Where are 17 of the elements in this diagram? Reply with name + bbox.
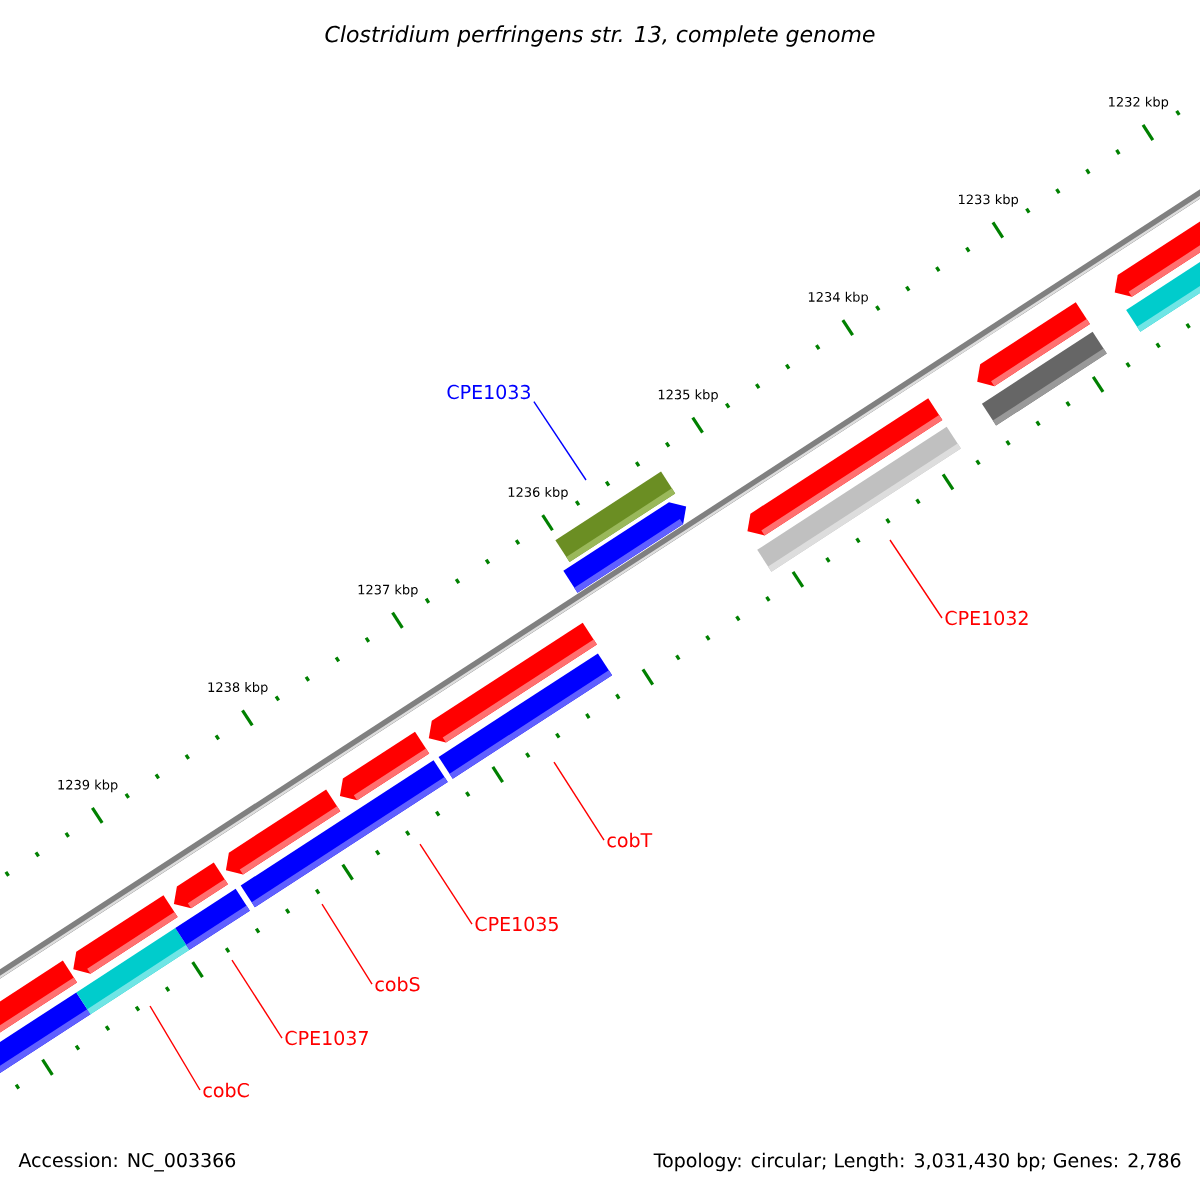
leader-line — [889, 539, 943, 619]
genome-summary-text: Topology: circular; Length: 3,031,430 bp; Genes: 2,786 — [653, 1152, 1181, 1172]
leader-line — [321, 903, 373, 985]
accession-text: Accession: NC_003366 — [18, 1152, 236, 1172]
gene-label: CPE1033 — [447, 384, 530, 400]
gene-label: CPE1037 — [285, 1030, 368, 1046]
leader-line — [149, 1005, 201, 1091]
title: Clostridium perfringens str. 13, complete genome — [325, 25, 875, 47]
leader-line — [553, 761, 605, 841]
gene-label: cobS — [375, 976, 420, 992]
gene-label: CPE1035 — [475, 916, 558, 932]
leader-line — [419, 843, 473, 925]
gene-label: cobC — [203, 1082, 249, 1098]
gene-label: cobT — [607, 832, 653, 848]
leader-line — [533, 400, 587, 481]
gene-label: CPE1032 — [945, 610, 1028, 626]
leader-line — [231, 959, 283, 1039]
